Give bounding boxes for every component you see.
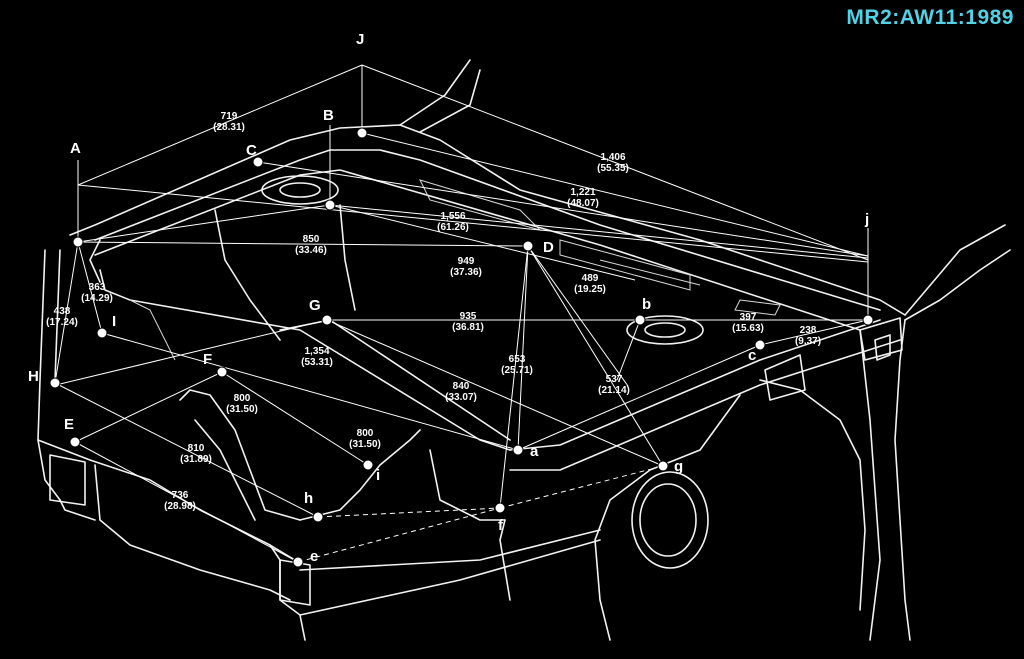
dim-653: 653(25.71) <box>501 354 533 376</box>
point-label-C: C <box>246 142 257 159</box>
point-label-E: E <box>64 416 74 433</box>
dim-719: 719(28.31) <box>213 111 245 133</box>
point-label-e: e <box>310 548 318 565</box>
point-c-marker <box>754 339 766 351</box>
page-title: MR2:AW11:1989 <box>846 6 1014 29</box>
dim-397: 397(15.63) <box>732 312 764 334</box>
point-label-a: a <box>530 443 539 460</box>
dim-800-lower: 800(31.50) <box>349 428 381 450</box>
dim-1354: 1,354(53.31) <box>301 346 333 368</box>
point-C-marker <box>252 156 264 168</box>
point-h-marker <box>312 511 324 523</box>
point-label-j: j <box>864 211 869 228</box>
point-H-marker <box>49 377 61 389</box>
point-label-i: i <box>376 467 380 484</box>
point-D-marker <box>522 240 534 252</box>
point-f-marker <box>494 502 506 514</box>
dim-363: 363(14.29) <box>81 282 113 304</box>
dim-850: 850(33.46) <box>295 234 327 256</box>
dim-935: 935(36.81) <box>452 311 484 333</box>
point-label-D: D <box>543 239 554 256</box>
point-label-c: c <box>748 347 756 364</box>
point-J-marker <box>356 127 368 139</box>
point-label-J: J <box>356 31 364 48</box>
dimension-labels: 719(28.31) 1,406(55.35) 1,221(48.07) 1,5… <box>46 111 821 512</box>
dim-238: 238(9.37) <box>795 325 821 347</box>
dim-800-upper: 800(31.50) <box>226 393 258 415</box>
point-label-H: H <box>28 368 39 385</box>
point-B-marker <box>324 199 336 211</box>
point-label-A: A <box>70 140 81 157</box>
point-G-marker <box>321 314 333 326</box>
point-i-marker <box>362 459 374 471</box>
reference-points <box>49 127 874 568</box>
point-A-marker <box>72 236 84 248</box>
dim-537: 537(21.14) <box>598 374 630 396</box>
dimension-lines <box>54 64 869 563</box>
point-label-f: f <box>498 517 504 534</box>
point-g-marker <box>657 460 669 472</box>
dim-438: 438(17.24) <box>46 306 78 328</box>
dim-1406: 1,406(55.35) <box>597 152 629 174</box>
point-e-marker <box>292 556 304 568</box>
dim-489: 489(19.25) <box>574 273 606 295</box>
point-I-marker <box>96 327 108 339</box>
point-labels: J B C A D G I F H E j b c a g i h f e <box>28 31 869 565</box>
dim-810: 810(31.89) <box>180 443 212 465</box>
point-label-F: F <box>203 351 212 368</box>
point-label-I: I <box>112 313 116 330</box>
point-label-h: h <box>304 490 313 507</box>
point-a-marker <box>512 444 524 456</box>
point-label-B: B <box>323 107 334 124</box>
point-label-b: b <box>642 296 651 313</box>
point-E-marker <box>69 436 81 448</box>
dim-949: 949(37.36) <box>450 256 482 278</box>
point-label-g: g <box>674 458 683 475</box>
dim-1556: 1,556(61.26) <box>437 211 469 233</box>
body-outline <box>37 59 1011 641</box>
dim-1221: 1,221(48.07) <box>567 187 599 209</box>
point-b-marker <box>634 314 646 326</box>
point-F-marker <box>216 366 228 378</box>
dim-840: 840(33.07) <box>445 381 477 403</box>
point-label-G: G <box>309 297 321 314</box>
point-j-marker <box>862 314 874 326</box>
dim-736: 736(28.98) <box>164 490 196 512</box>
